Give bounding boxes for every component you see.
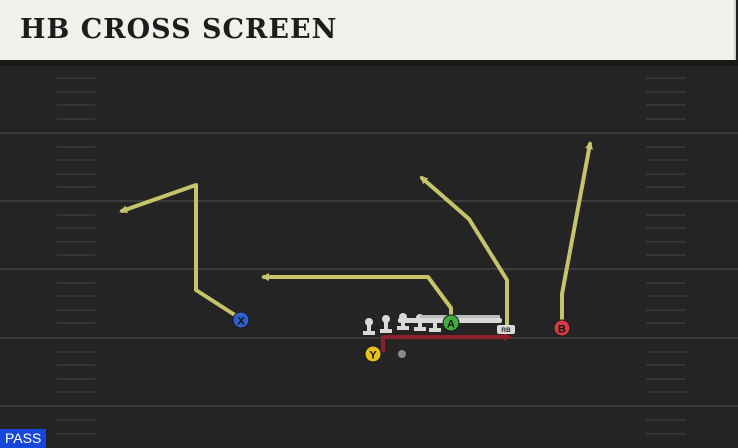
hash-marks-left bbox=[57, 77, 95, 435]
hash-marks-right bbox=[646, 77, 686, 435]
block-route bbox=[381, 333, 512, 352]
route-b bbox=[560, 141, 594, 328]
player-b[interactable]: B bbox=[553, 319, 571, 337]
quarterback-marker bbox=[398, 350, 406, 358]
route-rb bbox=[419, 176, 509, 327]
player-y-label: Y bbox=[369, 350, 377, 362]
player-b-label: B bbox=[558, 324, 566, 336]
player-x-label: X bbox=[237, 316, 245, 328]
lineman-icon bbox=[429, 320, 441, 332]
field-top-shadow bbox=[0, 60, 738, 66]
play-type-badge: PASS bbox=[0, 429, 47, 448]
player-a[interactable]: A bbox=[442, 314, 460, 332]
yard-lines bbox=[0, 132, 738, 407]
lineman-icon bbox=[363, 318, 375, 335]
player-rb-label: RB bbox=[501, 327, 511, 334]
player-rb[interactable]: RB bbox=[497, 325, 515, 334]
route-a bbox=[261, 273, 453, 322]
play-title-bar: HB CROSS SCREEN bbox=[0, 0, 736, 60]
play-diagram-field: X A B Y RB bbox=[0, 60, 738, 448]
lineman-icon bbox=[380, 315, 392, 333]
player-y[interactable]: Y bbox=[364, 345, 382, 363]
field-surface bbox=[0, 60, 738, 448]
route-x bbox=[119, 183, 243, 321]
player-x[interactable]: X bbox=[232, 311, 250, 329]
player-a-label: A bbox=[447, 319, 455, 331]
play-title: HB CROSS SCREEN bbox=[20, 14, 338, 45]
formation-bar-shadow bbox=[420, 315, 500, 318]
